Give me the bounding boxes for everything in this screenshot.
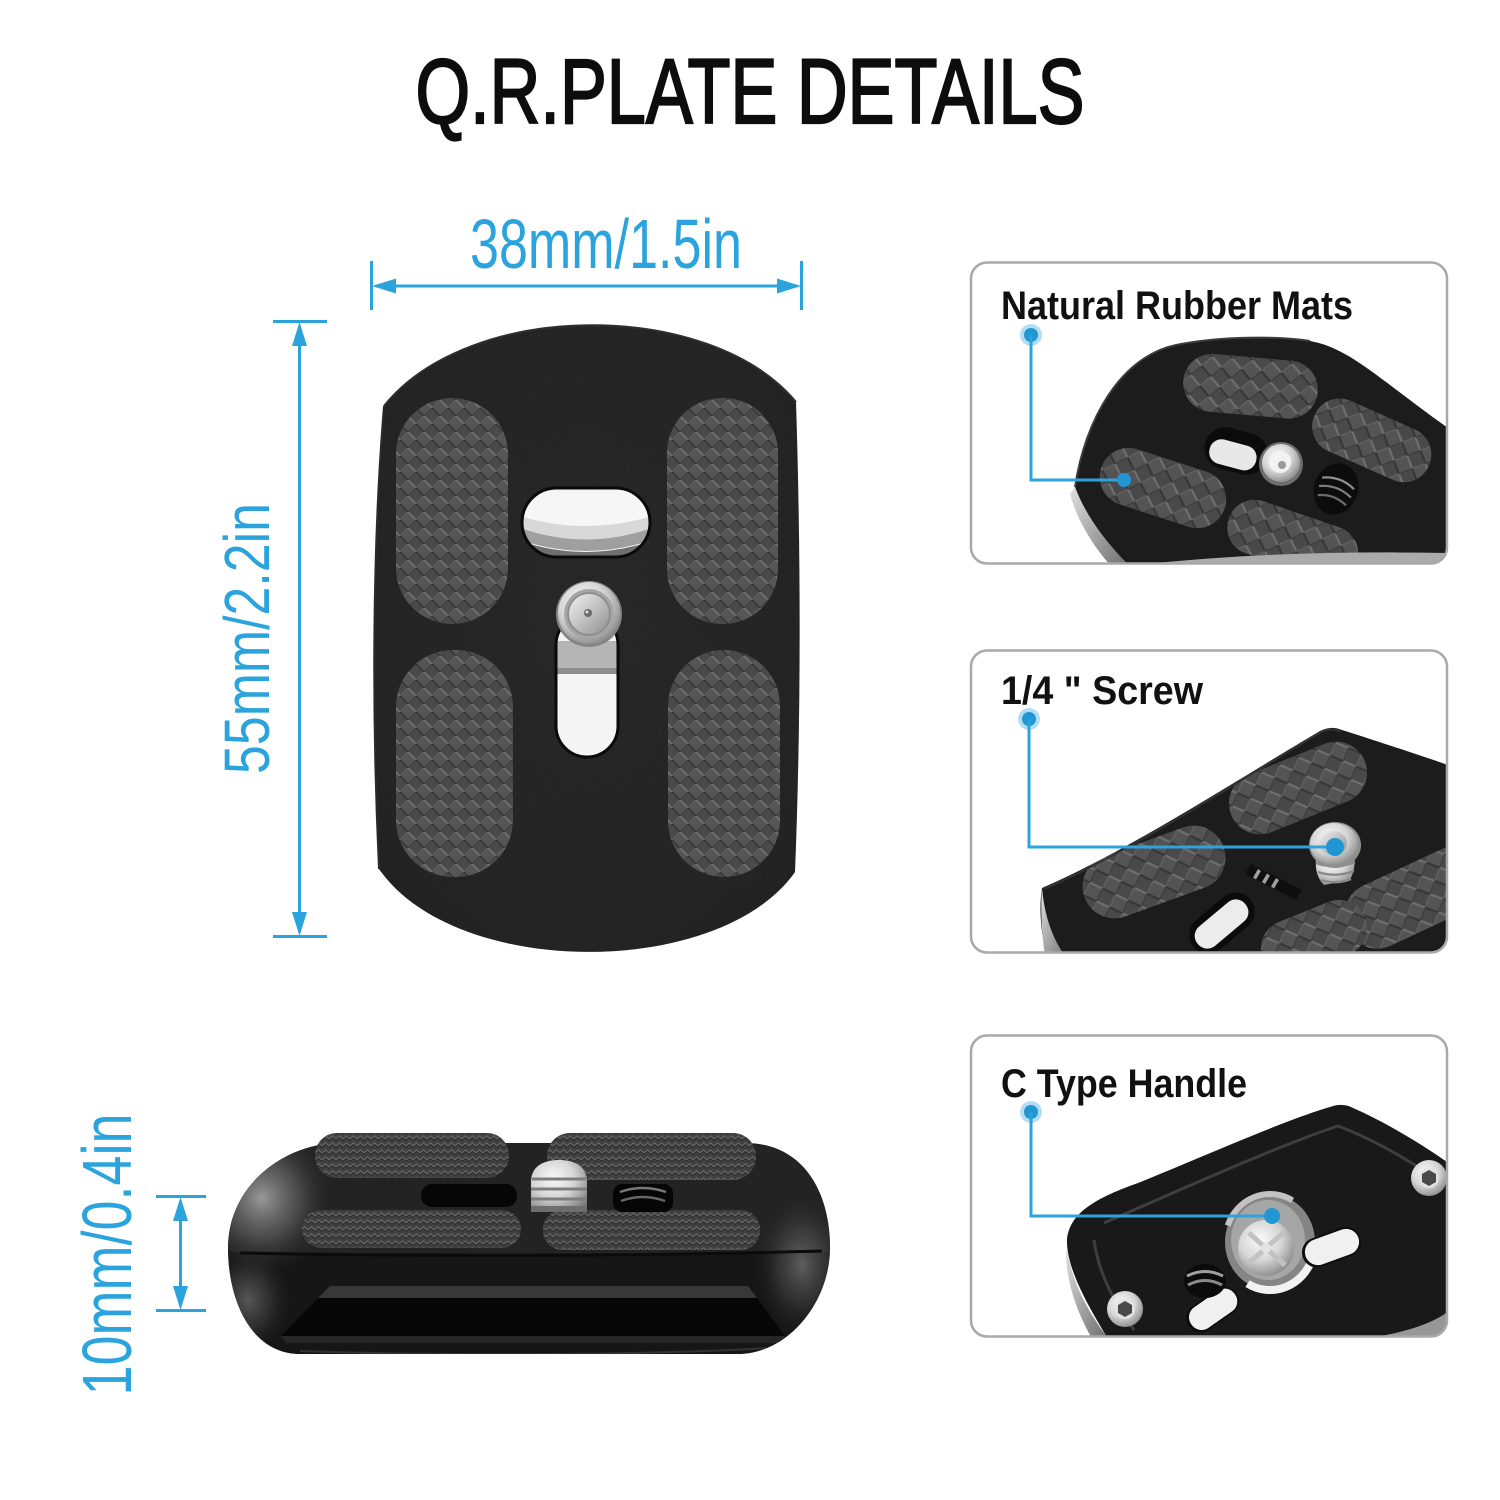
svg-text:10mm/0.4in: 10mm/0.4in (68, 1114, 146, 1396)
svg-text:Natural Rubber Mats: Natural Rubber Mats (1001, 284, 1353, 328)
svg-text:C Type Handle: C Type Handle (1001, 1062, 1247, 1106)
svg-text:Q.R.PLATE DETAILS: Q.R.PLATE DETAILS (416, 41, 1085, 143)
svg-text:38mm/1.5in: 38mm/1.5in (470, 205, 742, 283)
svg-text:1/4 " Screw: 1/4 " Screw (1001, 669, 1204, 713)
svg-text:55mm/2.2in: 55mm/2.2in (211, 503, 283, 774)
